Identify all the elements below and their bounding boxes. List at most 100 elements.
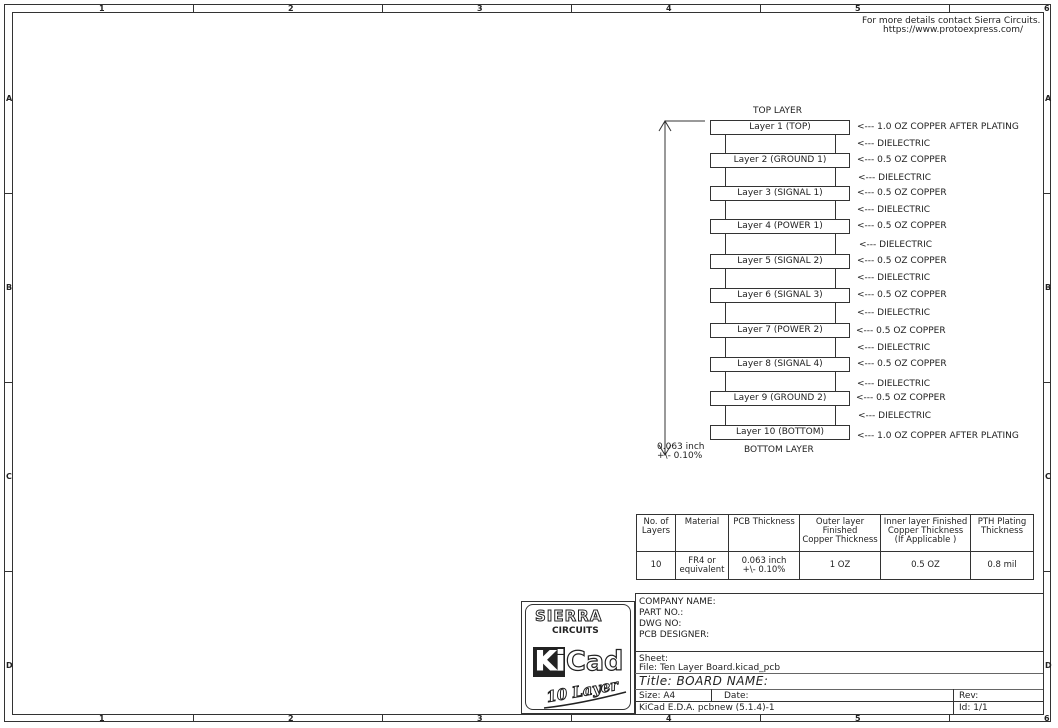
col-label: 3	[477, 714, 483, 723]
col-label: 1	[99, 714, 105, 723]
col-divider	[760, 714, 761, 722]
dwg-no-field: DWG NO:	[639, 619, 682, 629]
value-no-of-layers: 10	[636, 551, 676, 580]
col-divider	[193, 4, 194, 12]
col-label: 5	[855, 714, 861, 723]
thickness-tolerance: +\- 0.10%	[657, 451, 703, 461]
stack-connector-left	[725, 135, 726, 425]
row-label: D	[6, 661, 13, 670]
col-label: 5	[855, 4, 861, 13]
layer-box-4: Layer 4 (POWER 1)	[710, 219, 850, 234]
value-outer-layer: 1 OZ	[799, 551, 881, 580]
rev-field: Rev:	[959, 691, 979, 701]
logo-inner-frame	[525, 604, 631, 710]
copper-callout-1: <--- 1.0 OZ COPPER AFTER PLATING	[857, 122, 1019, 132]
dielectric-callout: <--- DIELECTRIC	[858, 173, 932, 183]
col-divider	[571, 714, 572, 722]
layer-box-7: Layer 7 (POWER 2)	[710, 323, 850, 338]
row-label: A	[1045, 94, 1052, 103]
row-label: B	[6, 283, 13, 292]
sheet-frame-inner	[12, 12, 1044, 715]
title-block-divider	[711, 689, 712, 701]
row-label: A	[6, 94, 13, 103]
copper-callout-4: <--- 0.5 OZ COPPER	[857, 221, 947, 231]
row-divider	[1043, 382, 1051, 383]
col-label: 2	[288, 714, 294, 723]
sheet-field: Sheet:	[639, 654, 669, 664]
date-field: Date:	[724, 691, 749, 701]
copper-callout-7: <--- 0.5 OZ COPPER	[856, 326, 946, 336]
kicad-logo-ki-bg	[533, 647, 565, 677]
tool-version-field: KiCad E.D.A. pcbnew (5.1.4)-1	[639, 703, 775, 713]
dielectric-callout: <--- DIELECTRIC	[857, 308, 931, 318]
dielectric-callout: <--- DIELECTRIC	[857, 343, 931, 353]
thickness-value: 0.063 inch	[657, 442, 705, 452]
bottom-layer-label: BOTTOM LAYER	[744, 445, 814, 455]
dielectric-callout: <--- DIELECTRIC	[857, 205, 931, 215]
title-block-divider	[635, 651, 1043, 652]
title-block-divider	[635, 673, 1043, 674]
dielectric-callout: <--- DIELECTRIC	[857, 273, 931, 283]
id-field: Id: 1/1	[959, 703, 988, 713]
col-label: 1	[99, 4, 105, 13]
value-inner-layer: 0.5 OZ	[880, 551, 971, 580]
row-label: C	[6, 472, 12, 481]
row-divider	[1043, 571, 1051, 572]
layer-box-1: Layer 1 (TOP)	[710, 120, 850, 135]
title-field: Title: BOARD NAME:	[639, 674, 769, 688]
header-pcb-thickness: PCB Thickness	[728, 514, 800, 552]
col-label: 6	[1044, 4, 1050, 13]
company-name-field: COMPANY NAME:	[639, 597, 716, 607]
col-label: 6	[1044, 714, 1050, 723]
row-label: B	[1045, 283, 1052, 292]
size-field: Size: A4	[639, 691, 676, 701]
layer-box-9: Layer 9 (GROUND 2)	[710, 391, 850, 406]
sheet-frame-outer	[4, 4, 1051, 722]
col-label: 2	[288, 4, 294, 13]
row-label: D	[1045, 661, 1052, 670]
top-layer-label: TOP LAYER	[753, 106, 802, 116]
copper-callout-9: <--- 0.5 OZ COPPER	[856, 393, 946, 403]
layer-box-10: Layer 10 (BOTTOM)	[710, 425, 850, 440]
layer-box-3: Layer 3 (SIGNAL 1)	[710, 186, 850, 201]
dielectric-callout: <--- DIELECTRIC	[857, 139, 931, 149]
copper-callout-6: <--- 0.5 OZ COPPER	[857, 290, 947, 300]
title-block-divider	[635, 701, 1043, 702]
copper-callout-8: <--- 0.5 OZ COPPER	[857, 359, 947, 369]
stack-connector-right	[835, 135, 836, 425]
part-no-field: PART NO.:	[639, 608, 684, 618]
layer-box-2: Layer 2 (GROUND 1)	[710, 153, 850, 168]
title-block-divider	[635, 689, 1043, 690]
col-divider	[382, 4, 383, 12]
copper-callout-2: <--- 0.5 OZ COPPER	[857, 155, 947, 165]
value-pth-plating: 0.8 mil	[970, 551, 1034, 580]
row-label: C	[1045, 472, 1051, 481]
dielectric-callout: <--- DIELECTRIC	[857, 379, 931, 389]
row-divider	[4, 571, 12, 572]
layer-box-6: Layer 6 (SIGNAL 3)	[710, 288, 850, 303]
col-divider	[193, 714, 194, 722]
col-divider	[382, 714, 383, 722]
title-block-top-border	[635, 593, 1043, 594]
value-pcb-thickness: 0.063 inch+\- 0.10%	[728, 551, 800, 580]
header-material: Material	[675, 514, 729, 552]
row-divider	[1043, 193, 1051, 194]
col-label: 3	[477, 4, 483, 13]
layer-box-5: Layer 5 (SIGNAL 2)	[710, 254, 850, 269]
col-divider	[949, 4, 950, 12]
kicad-logo-ki: Ki	[534, 646, 566, 677]
title-block-divider	[953, 689, 954, 714]
layer-box-8: Layer 8 (SIGNAL 4)	[710, 357, 850, 372]
copper-callout-5: <--- 0.5 OZ COPPER	[857, 256, 947, 266]
pcb-designer-field: PCB DESIGNER:	[639, 630, 710, 640]
logo-swoosh	[543, 691, 627, 709]
thickness-dimension-arrow	[658, 120, 705, 456]
kicad-logo-cad: Cad	[565, 646, 624, 677]
